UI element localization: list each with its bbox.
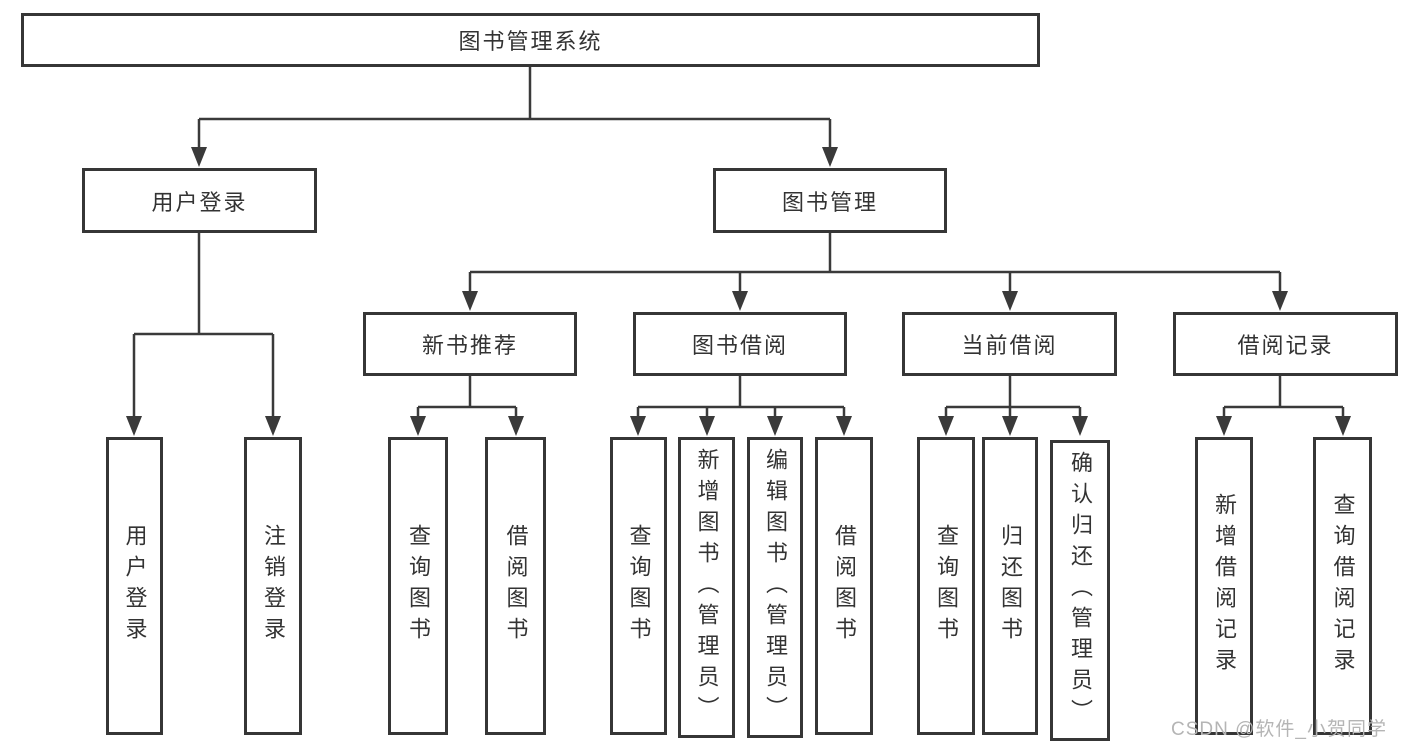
leaf-add-books-admin: 新增图书（管理员） [678,437,735,738]
leaf-query-books-2: 查询图书 [610,437,667,735]
leaf-logout: 注销登录 [244,437,302,735]
leaf-add-borrow-record-label: 新增借阅记录 [1212,493,1237,679]
leaf-borrow-books-1-label: 借阅图书 [503,524,529,648]
leaf-add-borrow-record: 新增借阅记录 [1195,437,1253,735]
node-library-system: 图书管理系统 [21,13,1040,67]
leaf-add-books-admin-label: 新增图书（管理员） [694,448,720,727]
leaf-query-books-3-label: 查询图书 [934,524,959,648]
arrowheads [126,147,1351,436]
leaf-user-login-label: 用户登录 [122,524,148,648]
node-borrow-records: 借阅记录 [1173,312,1398,376]
leaf-user-login: 用户登录 [106,437,163,735]
leaf-borrow-books-2: 借阅图书 [815,437,873,735]
leaf-borrow-books-2-label: 借阅图书 [832,524,857,648]
leaf-query-books-1: 查询图书 [388,437,448,735]
leaf-query-borrow-record: 查询借阅记录 [1313,437,1372,735]
leaf-edit-books-admin: 编辑图书（管理员） [747,437,803,738]
leaf-query-books-3: 查询图书 [917,437,975,735]
leaf-return-books: 归还图书 [982,437,1038,735]
csdn-watermark: CSDN @软件_小贺同学 [1171,719,1387,740]
leaf-borrow-books-1: 借阅图书 [485,437,546,735]
node-user-login-branch: 用户登录 [82,168,317,233]
leaf-logout-label: 注销登录 [261,524,286,648]
leaf-query-borrow-record-label: 查询借阅记录 [1330,493,1356,679]
node-book-management: 图书管理 [713,168,947,233]
leaf-confirm-return-admin: 确认归还（管理员） [1050,440,1110,741]
leaf-query-books-2-label: 查询图书 [626,524,652,648]
node-current-borrowing: 当前借阅 [902,312,1117,376]
leaf-query-books-1-label: 查询图书 [406,524,431,648]
leaf-confirm-return-admin-label: 确认归还（管理员） [1068,451,1093,730]
leaf-return-books-label: 归还图书 [998,524,1023,648]
node-new-book-recommend: 新书推荐 [363,312,577,376]
node-book-borrowing: 图书借阅 [633,312,847,376]
leaf-edit-books-admin-label: 编辑图书（管理员） [763,448,788,727]
